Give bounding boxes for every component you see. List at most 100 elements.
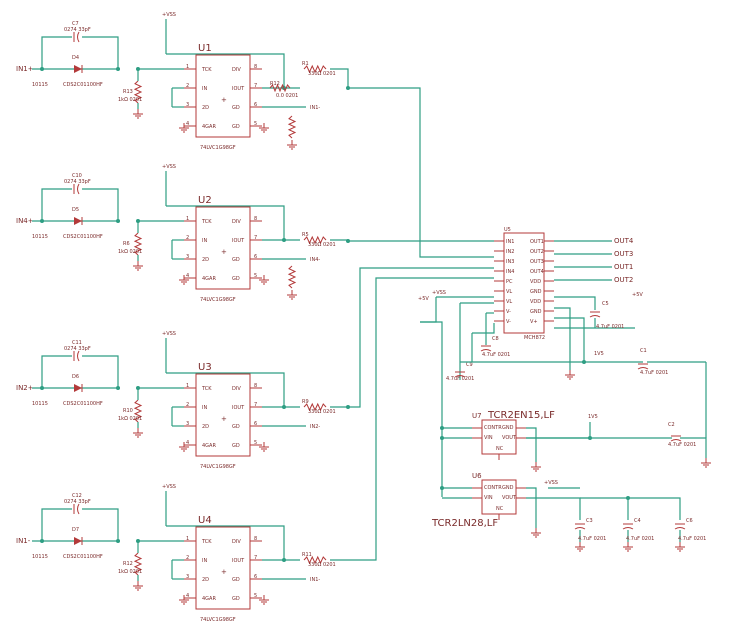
junction-dot bbox=[282, 238, 286, 242]
reg-out-wire bbox=[580, 497, 681, 520]
pin-label: VDD bbox=[530, 299, 541, 305]
pin-number: 4 bbox=[186, 273, 189, 279]
input-diode bbox=[74, 537, 83, 545]
pin-label: IN bbox=[202, 238, 207, 244]
capacitor-label: C3 bbox=[586, 518, 593, 524]
mux-supply-wire bbox=[472, 323, 495, 334]
resistor-label: R9 bbox=[302, 399, 309, 405]
supply-wire bbox=[166, 525, 285, 541]
divider-resistor bbox=[287, 265, 297, 289]
pin-label: IN2 bbox=[506, 249, 514, 255]
resistor-zigzag bbox=[287, 265, 297, 289]
resistor-label: R13 bbox=[123, 89, 133, 95]
resistor-label: R12 bbox=[123, 561, 133, 567]
cap-loop-right bbox=[82, 355, 119, 388]
diode-triangle bbox=[74, 384, 82, 392]
capacitor-value: 0274 33pF bbox=[64, 346, 91, 352]
cap-plate-curved bbox=[77, 350, 80, 362]
junction-dot bbox=[116, 219, 120, 223]
supply-label: +VSS bbox=[162, 164, 176, 170]
pin-number: 1 bbox=[186, 64, 189, 70]
supply-wire bbox=[166, 205, 285, 221]
pin-label: OUT4 bbox=[530, 269, 544, 275]
ground-symbol bbox=[133, 109, 143, 119]
ic-body bbox=[195, 526, 251, 610]
reg-ground-wire bbox=[526, 427, 537, 462]
pin-number: 3 bbox=[186, 421, 189, 427]
diode-triangle bbox=[74, 537, 82, 545]
cap-plate-curved bbox=[77, 183, 80, 195]
diode-pn-label: CDS2C01100HF bbox=[63, 401, 103, 407]
pin-label: VIN bbox=[484, 435, 493, 441]
capacitor-value: 4.7uF 0201 bbox=[626, 536, 654, 542]
capacitor-label: C1 bbox=[640, 348, 647, 354]
feedback-capacitor bbox=[73, 503, 80, 515]
resistor-label: R5 bbox=[302, 232, 309, 238]
pin-number: 2 bbox=[186, 555, 189, 561]
pin-label: DIV bbox=[232, 219, 241, 225]
pin-number: 7 bbox=[254, 83, 257, 89]
decoupling-capacitor bbox=[670, 435, 682, 442]
ic-name: U3 bbox=[198, 362, 212, 373]
pin-number: 3 bbox=[186, 254, 189, 260]
output-net-label: IN1- bbox=[310, 577, 320, 583]
pin-label: 4GAR bbox=[202, 124, 216, 130]
pin-label: TCK bbox=[201, 219, 212, 225]
pin-number: 1 bbox=[186, 216, 189, 222]
pin-number: 2 bbox=[186, 83, 189, 89]
reg-ground-wire bbox=[526, 487, 537, 528]
capacitor-label: C6 bbox=[686, 518, 693, 524]
pin-number: 5 bbox=[254, 121, 257, 127]
cap-plate-curved bbox=[77, 31, 80, 43]
regulator-part: TCR2EN15,LF bbox=[487, 410, 555, 421]
mux-output-label: OUT3 bbox=[614, 250, 633, 258]
junction-dot bbox=[40, 386, 44, 390]
ic-center-mark: + bbox=[221, 568, 227, 576]
input-pulldown-resistor bbox=[133, 232, 143, 256]
resistor-label: R12 bbox=[270, 81, 280, 87]
pin-label: GD bbox=[232, 424, 240, 430]
ic-part: 74LVC1G98GF bbox=[200, 464, 236, 470]
ground-symbol bbox=[179, 595, 189, 605]
pin-label: DIV bbox=[232, 539, 241, 545]
pin-label: IOUT bbox=[232, 238, 245, 244]
ground-symbol bbox=[179, 442, 189, 452]
pin-number: 6 bbox=[254, 574, 257, 580]
decoupling-capacitor bbox=[674, 523, 686, 530]
pin-label: VDD bbox=[530, 279, 541, 285]
resistor-label: R10 bbox=[123, 408, 133, 414]
capacitor-value: 0274 33pF bbox=[64, 499, 91, 505]
ground-symbol bbox=[133, 261, 143, 271]
resistor-value: 1kΩ 0201 bbox=[118, 569, 142, 575]
decoupling-capacitor bbox=[622, 523, 634, 530]
pin-label: DIV bbox=[232, 386, 241, 392]
diode-part-label: 10115 bbox=[32, 401, 48, 407]
resistor-label: R11 bbox=[302, 552, 312, 558]
pin-label: 4GAR bbox=[202, 443, 216, 449]
pin-label: GD bbox=[232, 257, 240, 263]
bus-wire-ch3 bbox=[330, 267, 494, 408]
resistor-zigzag bbox=[269, 83, 291, 93]
divider-resistor bbox=[287, 115, 297, 139]
cap-plate-curved bbox=[77, 503, 80, 515]
pin-label: NC bbox=[496, 446, 504, 452]
capacitor-label: C5 bbox=[602, 301, 609, 307]
capacitor-value: 4.7uF 0201 bbox=[446, 376, 474, 382]
resistor-value: 330Ω 0201 bbox=[308, 71, 336, 77]
diode-label: D5 bbox=[72, 207, 79, 213]
mux-supply-wire bbox=[554, 296, 596, 310]
pin-label: GD bbox=[232, 596, 240, 602]
pin-label: PC bbox=[506, 279, 513, 285]
pin-label: V- bbox=[506, 309, 511, 315]
capacitor-value: 4.7uF 0201 bbox=[640, 370, 668, 376]
pin-label: 2D bbox=[202, 257, 209, 263]
output-net-label: IN2- bbox=[310, 424, 320, 430]
capacitor-label: C2 bbox=[668, 422, 675, 428]
pin-label: GD bbox=[232, 577, 240, 583]
pin-label: 2D bbox=[202, 424, 209, 430]
ic-part: 74LVC1G98GF bbox=[200, 145, 236, 151]
